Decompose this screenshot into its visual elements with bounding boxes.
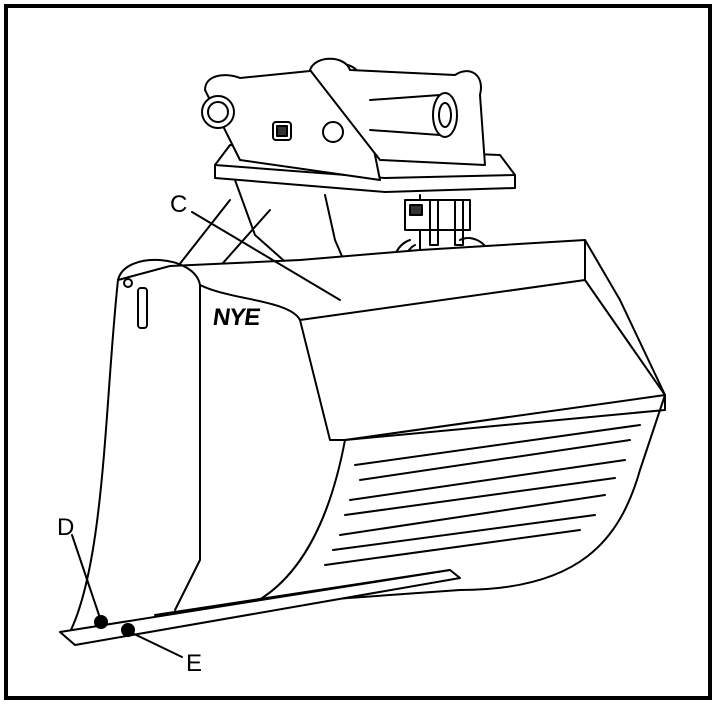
side-plate-details [123, 278, 148, 329]
callout-label-c: C [170, 191, 188, 218]
bucket-body [59, 239, 666, 646]
coupler-bracket [201, 57, 516, 193]
leader-d [71, 534, 101, 619]
point-e-marker [121, 623, 135, 637]
callout-label-e: E [186, 650, 203, 677]
callout-label-d: D [57, 514, 75, 541]
point-d-marker [94, 615, 108, 629]
leader-e [129, 631, 183, 658]
brand-logo: NYE [211, 304, 262, 331]
leader-c [191, 211, 341, 301]
callout-leaders [71, 211, 341, 658]
